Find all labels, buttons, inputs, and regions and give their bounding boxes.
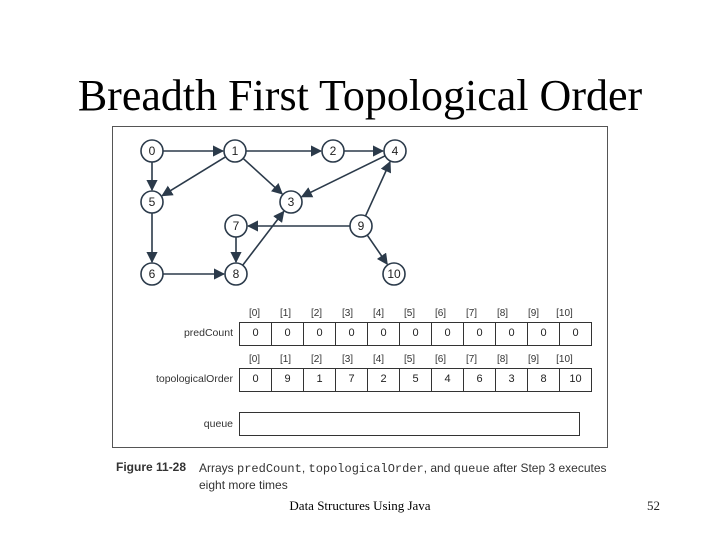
array-index-8: [8] — [496, 354, 509, 365]
predcount-cell-1: 0 — [272, 323, 304, 345]
slide-title: Breadth First Topological Order — [77, 71, 643, 120]
array-index-4: [4] — [372, 354, 385, 365]
array-index-0: [0] — [248, 354, 261, 365]
svg-text:0: 0 — [149, 144, 156, 158]
predcount-cell-9: 0 — [528, 323, 560, 345]
queue-label: queue — [203, 418, 233, 430]
array-index-1: [1] — [279, 354, 292, 365]
graph-node-5: 5 — [140, 190, 164, 214]
array-index-4: [4] — [372, 308, 385, 319]
caption-text-4: after Step 3 executes eight more times — [199, 461, 607, 492]
page-number: 52 — [647, 498, 660, 513]
array-index-6: [6] — [434, 354, 447, 365]
svg-text:10: 10 — [387, 267, 401, 281]
array-index-1: [1] — [279, 308, 292, 319]
graph-node-9: 9 — [349, 214, 373, 238]
edge-9-to-4 — [364, 160, 391, 217]
toporder-label: topologicalOrder — [155, 373, 233, 385]
toporder-cell-9: 8 — [528, 369, 560, 391]
graph-node-3: 3 — [279, 190, 303, 214]
caption-text-1: Arrays — [199, 461, 238, 475]
graph-node-8: 8 — [224, 262, 248, 286]
graph-node-4: 4 — [383, 139, 407, 163]
toporder-cell-4: 2 — [368, 369, 400, 391]
array-index-10: [10] — [556, 354, 573, 365]
caption-code-queue: queue — [453, 462, 490, 476]
predcount-cell-6: 0 — [432, 323, 464, 345]
caption-text-3: , and — [423, 461, 454, 475]
toporder-cell-6: 4 — [432, 369, 464, 391]
toporder-cell-7: 6 — [464, 369, 496, 391]
toporder-cell-2: 1 — [304, 369, 336, 391]
caption-text-2: , — [301, 461, 309, 475]
predcount-cell-7: 0 — [464, 323, 496, 345]
figure-caption: Arrays predCount, topologicalOrder, and … — [199, 460, 609, 493]
edge-4-to-3 — [300, 155, 386, 198]
toporder-cell-0: 0 — [240, 369, 272, 391]
figure-frame — [112, 126, 608, 448]
predcount-cell-10: 0 — [572, 327, 579, 339]
toporder-cell-3: 7 — [336, 369, 368, 391]
toporder-cell-10: 10 — [569, 373, 582, 385]
array-index-6: [6] — [434, 308, 447, 319]
toporder-cell-5: 5 — [400, 369, 432, 391]
toporder-index-row: [0] [1] [2] [3] [4] [5] [6] [7] [8] [9] [10] — [239, 354, 580, 365]
array-index-10: [10] — [556, 308, 573, 319]
svg-text:2: 2 — [330, 144, 337, 158]
graph-node-0: 0 — [140, 139, 164, 163]
graph-diagram: 0 1 2 3 4 5 6 7 8 9 10 — [140, 139, 407, 286]
predcount-cell-5: 0 — [400, 323, 432, 345]
toporder-cell-8: 3 — [496, 369, 528, 391]
predcount-cell-0: 0 — [240, 323, 272, 345]
graph-node-2: 2 — [321, 139, 345, 163]
svg-text:3: 3 — [288, 195, 295, 209]
edge-9-to-10 — [366, 234, 388, 266]
array-index-9: [9] — [527, 354, 540, 365]
edge-1-to-5 — [161, 156, 227, 197]
graph-node-1: 1 — [223, 139, 247, 163]
predcount-cell-3: 0 — [336, 323, 368, 345]
caption-code-predcount: predCount — [237, 462, 302, 476]
array-index-5: [5] — [403, 354, 416, 365]
queue-array — [239, 412, 580, 436]
graph-node-10: 10 — [382, 262, 406, 286]
svg-text:9: 9 — [358, 219, 365, 233]
array-index-8: [8] — [496, 308, 509, 319]
svg-text:8: 8 — [233, 267, 240, 281]
svg-text:6: 6 — [149, 267, 156, 281]
figure-label: Figure 11-28 — [116, 460, 187, 474]
array-index-2: [2] — [310, 354, 323, 365]
graph-node-7: 7 — [224, 214, 248, 238]
predcount-label: predCount — [183, 327, 233, 339]
slide-footer: Data Structures Using Java — [289, 498, 431, 513]
edge-8-to-3 — [242, 210, 285, 266]
svg-text:4: 4 — [392, 144, 399, 158]
edge-1-to-3 — [242, 157, 283, 195]
svg-text:1: 1 — [232, 144, 239, 158]
array-index-7: [7] — [465, 308, 478, 319]
array-index-3: [3] — [341, 354, 354, 365]
array-index-0: [0] — [248, 308, 261, 319]
graph-node-6: 6 — [140, 262, 164, 286]
predcount-cell-4: 0 — [368, 323, 400, 345]
svg-text:5: 5 — [149, 195, 156, 209]
predcount-index-row: [0] [1] [2] [3] [4] [5] [6] [7] [8] [9] [10] — [239, 308, 580, 319]
array-index-9: [9] — [527, 308, 540, 319]
array-index-5: [5] — [403, 308, 416, 319]
array-index-3: [3] — [341, 308, 354, 319]
caption-code-toporder: topologicalOrder — [308, 462, 424, 476]
array-index-7: [7] — [465, 354, 478, 365]
predcount-cell-8: 0 — [496, 323, 528, 345]
predcount-cell-2: 0 — [304, 323, 336, 345]
array-index-2: [2] — [310, 308, 323, 319]
toporder-cell-1: 9 — [272, 369, 304, 391]
svg-text:7: 7 — [233, 219, 240, 233]
